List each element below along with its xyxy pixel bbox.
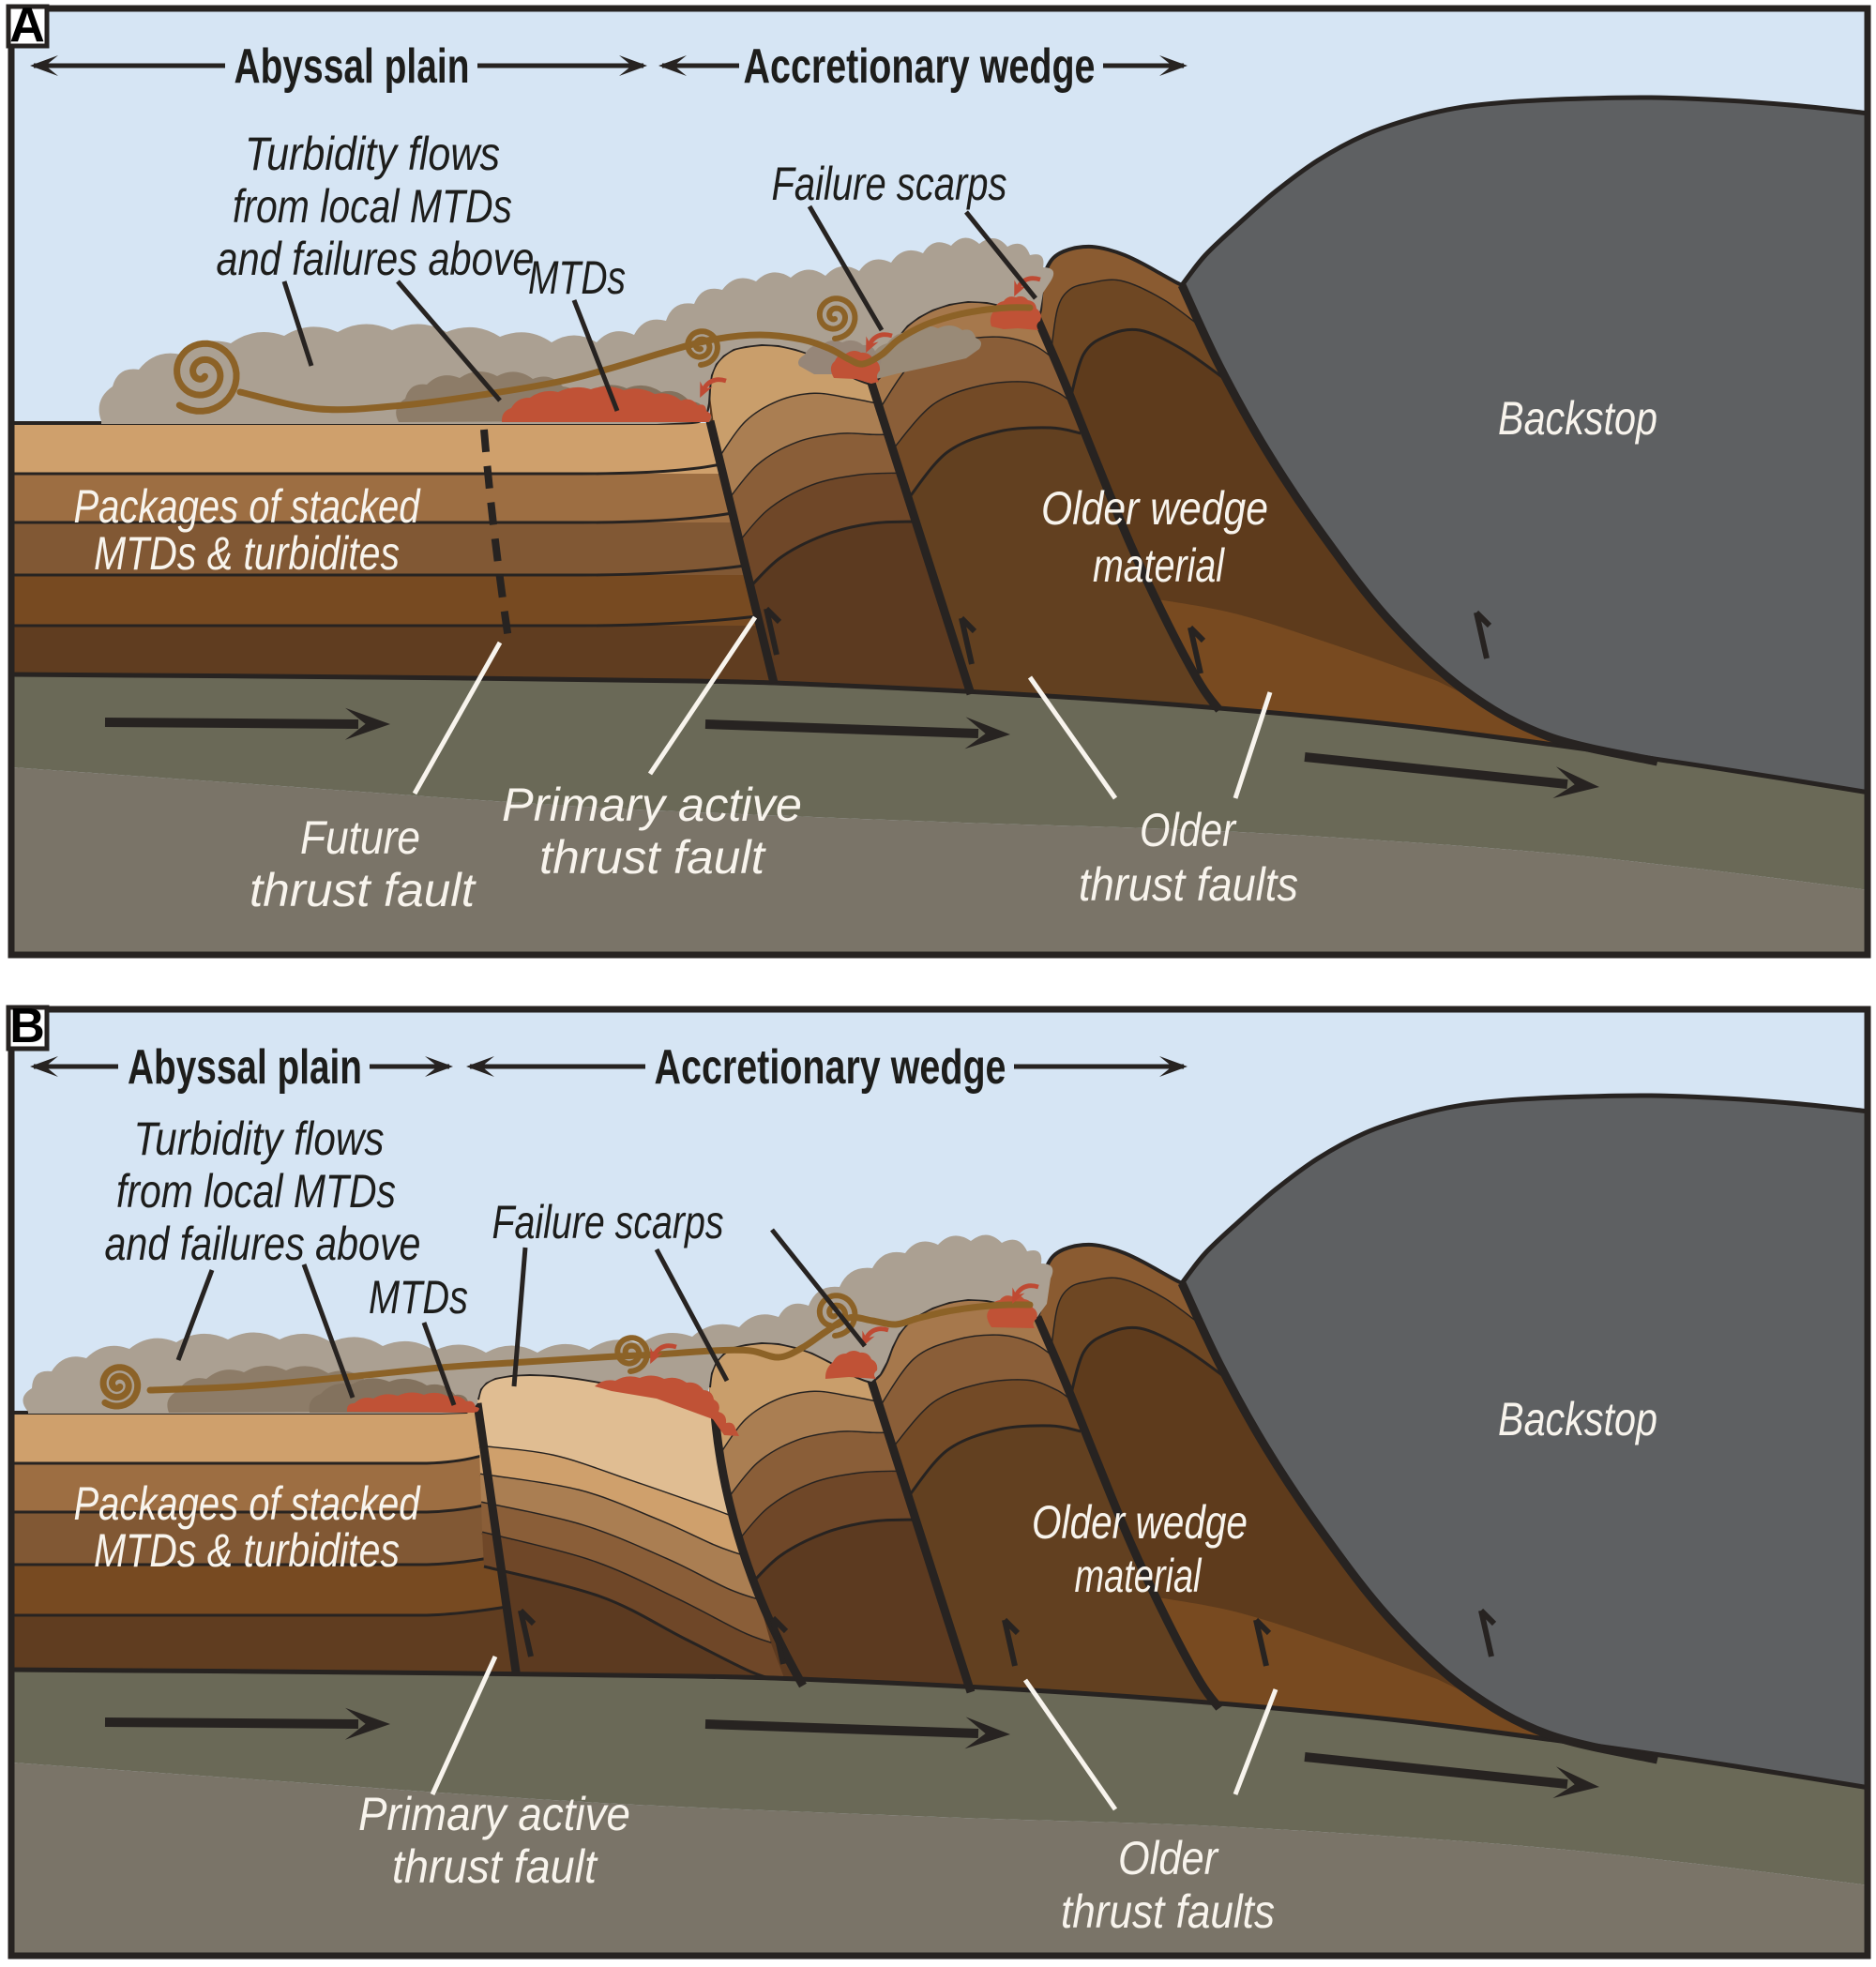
svg-text:thrust fault: thrust fault xyxy=(250,864,477,916)
svg-text:Backstop: Backstop xyxy=(1498,392,1657,445)
svg-text:MTDs & turbidites: MTDs & turbidites xyxy=(94,527,400,580)
svg-text:Older wedge: Older wedge xyxy=(1032,1496,1248,1549)
svg-text:thrust fault: thrust fault xyxy=(392,1840,598,1893)
svg-text:Future: Future xyxy=(300,811,420,864)
svg-text:MTDs: MTDs xyxy=(369,1271,468,1324)
svg-text:and failures above: and failures above xyxy=(105,1218,421,1270)
svg-text:and failures above: and failures above xyxy=(217,233,535,285)
svg-text:Older wedge: Older wedge xyxy=(1041,482,1268,535)
svg-text:Older: Older xyxy=(1140,804,1237,856)
svg-text:Accretionary wedge: Accretionary wedge xyxy=(744,39,1096,94)
svg-text:thrust faults: thrust faults xyxy=(1061,1885,1275,1938)
svg-text:Turbidity flows: Turbidity flows xyxy=(245,128,500,180)
svg-text:B: B xyxy=(9,999,45,1053)
svg-text:material: material xyxy=(1075,1550,1203,1602)
svg-text:Abyssal plain: Abyssal plain xyxy=(128,1040,362,1095)
svg-text:Primary active: Primary active xyxy=(502,779,802,831)
svg-text:from local MTDs: from local MTDs xyxy=(116,1165,396,1218)
svg-text:thrust faults: thrust faults xyxy=(1079,858,1298,911)
svg-text:Backstop: Backstop xyxy=(1498,1393,1657,1445)
svg-text:Failure scarps: Failure scarps xyxy=(772,158,1007,210)
svg-text:Packages of stacked: Packages of stacked xyxy=(74,480,422,533)
svg-text:Packages of stacked: Packages of stacked xyxy=(74,1477,422,1530)
svg-text:Older: Older xyxy=(1118,1832,1219,1884)
svg-text:Abyssal plain: Abyssal plain xyxy=(234,39,470,94)
svg-text:thrust fault: thrust fault xyxy=(539,831,766,884)
svg-text:material: material xyxy=(1093,539,1225,592)
svg-text:from local MTDs: from local MTDs xyxy=(233,180,512,233)
svg-text:Primary active: Primary active xyxy=(358,1788,630,1840)
svg-text:Failure scarps: Failure scarps xyxy=(492,1196,724,1248)
svg-text:Accretionary wedge: Accretionary wedge xyxy=(655,1040,1006,1095)
svg-text:MTDs: MTDs xyxy=(528,251,626,304)
svg-text:MTDs & turbidites: MTDs & turbidites xyxy=(94,1524,400,1577)
svg-text:A: A xyxy=(9,0,45,53)
svg-text:Turbidity flows: Turbidity flows xyxy=(134,1112,385,1165)
